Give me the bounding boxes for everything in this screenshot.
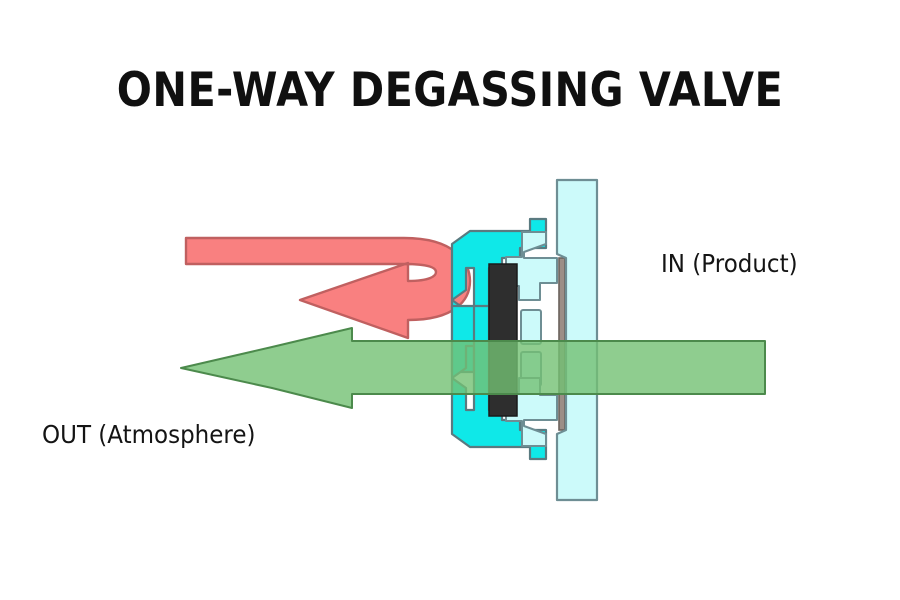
inlet-label: IN (Product) xyxy=(661,249,798,278)
inner-body-upper-seat xyxy=(505,231,558,301)
outlet-label: OUT (Atmosphere) xyxy=(42,420,256,449)
inlet-arrow-shape xyxy=(184,236,472,340)
inlet-flow-arrow xyxy=(184,236,472,340)
inner-body-port-upper xyxy=(520,309,542,345)
page-title: ONE-WAY DEGASSING VALVE xyxy=(116,63,784,118)
outlet-arrow-shape xyxy=(180,327,766,409)
outlet-flow-arrow xyxy=(180,327,766,409)
